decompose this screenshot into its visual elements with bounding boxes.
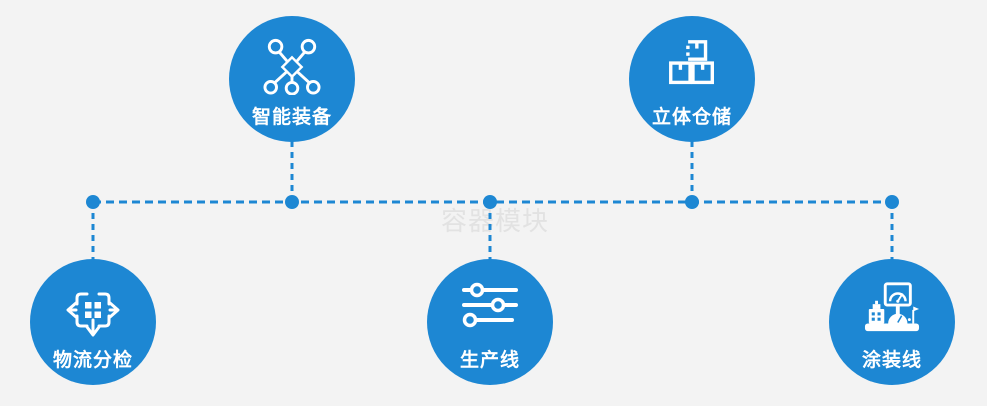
junction-dot	[885, 195, 899, 209]
node-label: 智能装备	[251, 107, 332, 128]
sort-distribute-icon	[30, 280, 156, 340]
node-label: 立体仓储	[651, 107, 732, 128]
junction-dot	[685, 195, 699, 209]
node-label: 生产线	[459, 350, 520, 371]
control-station-icon	[829, 280, 955, 336]
junction-dot	[285, 195, 299, 209]
node-label: 物流分检	[52, 350, 133, 371]
stacked-boxes-icon	[629, 37, 755, 93]
watermark: 容器模块	[441, 206, 550, 236]
node-logistics-sorting: 物流分检	[30, 259, 156, 385]
junction-dot	[86, 195, 100, 209]
junction-dot	[483, 195, 497, 209]
network-nodes-icon	[229, 37, 355, 95]
node-label: 涂装线	[861, 350, 922, 371]
node-coating-line: 涂装线	[829, 259, 955, 385]
node-stereo-warehouse: 立体仓储	[629, 16, 755, 142]
node-production-line: 生产线	[427, 259, 553, 385]
node-smart-equipment: 智能装备	[229, 16, 355, 142]
sliders-icon	[427, 280, 553, 330]
